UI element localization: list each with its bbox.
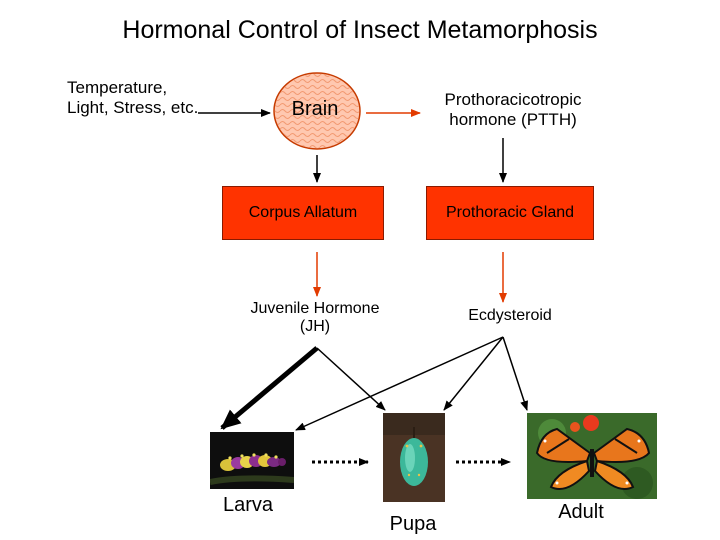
ptth-label: Prothoracicotropic hormone (PTTH) bbox=[444, 90, 582, 129]
ecdysteroid-label: Ecdysteroid bbox=[468, 307, 552, 324]
larva-photo bbox=[210, 432, 294, 489]
adult-label: Adult bbox=[558, 501, 604, 523]
brain-label: Brain bbox=[291, 98, 339, 120]
arrow-ecdysteroid-to-larva bbox=[295, 336, 504, 431]
arrow-jh-to-pupa bbox=[316, 347, 386, 411]
chrysalis-image bbox=[383, 413, 445, 502]
corpus-allatum-box: Corpus Allatum bbox=[222, 186, 384, 240]
juvenile-hormone-label: Juvenile Hormone (JH) bbox=[250, 300, 380, 336]
arrow-ecdysteroid-to-pupa bbox=[443, 336, 504, 411]
adult-photo bbox=[527, 413, 657, 499]
stimuli-label: Temperature, Light, Stress, etc. bbox=[67, 78, 199, 117]
prothoracic-gland-box: Prothoracic Gland bbox=[426, 186, 594, 240]
brain-texture bbox=[275, 74, 359, 148]
arrow-jh-to-larva bbox=[220, 346, 319, 430]
arrow-ecdysteroid-to-adult bbox=[502, 336, 528, 411]
larva-label: Larva bbox=[222, 494, 274, 516]
butterfly-image bbox=[527, 413, 657, 499]
caterpillar-image bbox=[210, 432, 294, 489]
diagram-title: Hormonal Control of Insect Metamorphosis bbox=[122, 16, 598, 44]
pupa-label: Pupa bbox=[389, 513, 437, 535]
pupa-photo bbox=[383, 413, 445, 502]
